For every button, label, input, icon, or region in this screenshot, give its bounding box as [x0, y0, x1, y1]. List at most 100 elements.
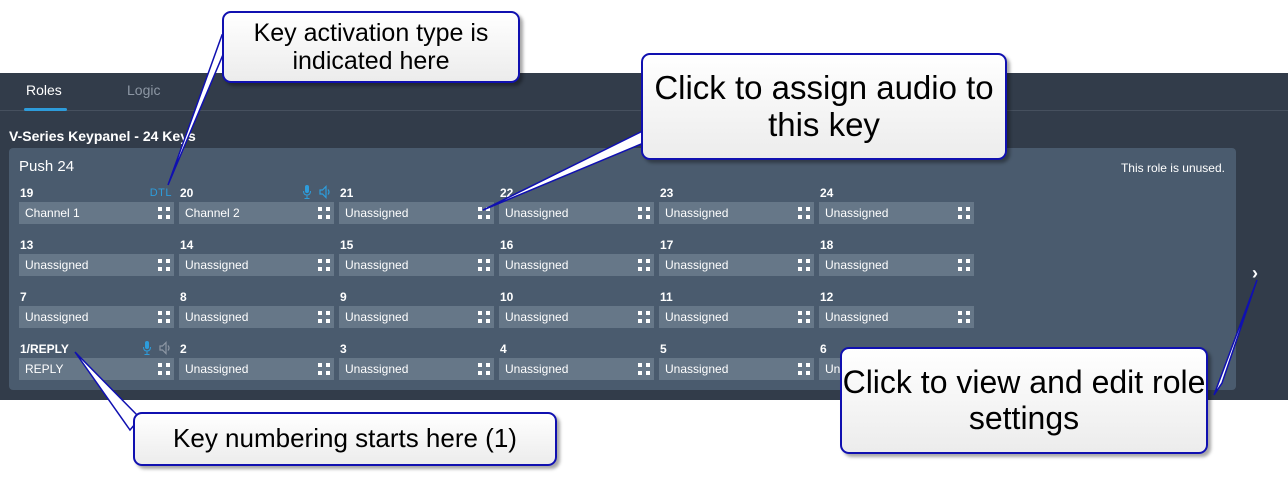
- key-2[interactable]: 2 Unassigned: [179, 340, 334, 380]
- key-3[interactable]: 3 Unassigned: [339, 340, 494, 380]
- key-label: REPLY: [25, 362, 64, 376]
- key-label: Unassigned: [185, 258, 249, 272]
- assign-audio-icon[interactable]: [158, 207, 170, 219]
- key-label: Unassigned: [345, 362, 409, 376]
- assign-audio-icon[interactable]: [478, 363, 490, 375]
- key-20[interactable]: 20 Channel 2: [179, 184, 334, 224]
- assign-audio-icon[interactable]: [318, 363, 330, 375]
- assign-audio-icon[interactable]: [638, 363, 650, 375]
- key-button[interactable]: Unassigned: [339, 358, 494, 380]
- assign-audio-icon[interactable]: [478, 259, 490, 271]
- assign-audio-icon[interactable]: [798, 363, 810, 375]
- key-number: 3: [340, 342, 347, 356]
- assign-audio-icon[interactable]: [798, 207, 810, 219]
- key-16[interactable]: 16 Unassigned: [499, 236, 654, 276]
- assign-audio-icon[interactable]: [638, 311, 650, 323]
- key-number: 24: [820, 186, 834, 200]
- assign-audio-icon[interactable]: [958, 207, 970, 219]
- activation-type-badge: DTL: [149, 187, 172, 199]
- tab-logic[interactable]: Logic: [127, 82, 161, 98]
- key-button[interactable]: Unassigned: [659, 202, 814, 224]
- key-button[interactable]: Unassigned: [339, 202, 494, 224]
- assign-audio-icon[interactable]: [478, 311, 490, 323]
- key-button[interactable]: Channel 2: [179, 202, 334, 224]
- key-button[interactable]: Unassigned: [819, 202, 974, 224]
- device-title: V-Series Keypanel - 24 Keys: [9, 128, 196, 144]
- key-5[interactable]: 5 Unassigned: [659, 340, 814, 380]
- assign-audio-icon[interactable]: [158, 311, 170, 323]
- key-14[interactable]: 14 Unassigned: [179, 236, 334, 276]
- key-button[interactable]: Unassigned: [659, 254, 814, 276]
- key-label: Unassigned: [505, 310, 569, 324]
- key-label: Unassigned: [665, 362, 729, 376]
- key-button[interactable]: Unassigned: [819, 306, 974, 328]
- key-button[interactable]: Unassigned: [339, 306, 494, 328]
- assign-audio-icon[interactable]: [318, 259, 330, 271]
- key-21[interactable]: 21 Unassigned: [339, 184, 494, 224]
- key-number: 17: [660, 238, 674, 252]
- key-1[interactable]: 1/REPLY REPLY: [19, 340, 174, 380]
- key-button[interactable]: Unassigned: [179, 306, 334, 328]
- key-7[interactable]: 7 Unassigned: [19, 288, 174, 328]
- speaker-icon: [159, 341, 170, 355]
- key-button[interactable]: Unassigned: [499, 202, 654, 224]
- key-button[interactable]: Unassigned: [659, 358, 814, 380]
- key-15[interactable]: 15 Unassigned: [339, 236, 494, 276]
- assign-audio-icon[interactable]: [798, 259, 810, 271]
- key-18[interactable]: 18 Unassigned: [819, 236, 974, 276]
- key-11[interactable]: 11 Unassigned: [659, 288, 814, 328]
- key-label: Unassigned: [25, 310, 89, 324]
- key-button[interactable]: Unassigned: [499, 306, 654, 328]
- key-audio-icons: [303, 184, 332, 200]
- key-button[interactable]: Unassigned: [179, 358, 334, 380]
- chevron-right-icon[interactable]: ›: [1252, 263, 1258, 283]
- assign-audio-icon[interactable]: [158, 259, 170, 271]
- key-button[interactable]: Unassigned: [19, 306, 174, 328]
- key-17[interactable]: 17 Unassigned: [659, 236, 814, 276]
- key-number: 16: [500, 238, 514, 252]
- assign-audio-icon[interactable]: [958, 311, 970, 323]
- key-label: Unassigned: [505, 206, 569, 220]
- assign-audio-icon[interactable]: [958, 259, 970, 271]
- key-number: 15: [340, 238, 354, 252]
- callout-assign-audio: Click to assign audio to this key: [641, 53, 1007, 160]
- callout-key-numbering: Key numbering starts here (1): [133, 412, 557, 466]
- key-number: 5: [660, 342, 667, 356]
- key-13[interactable]: 13 Unassigned: [19, 236, 174, 276]
- key-button[interactable]: Unassigned: [499, 358, 654, 380]
- key-label: Unassigned: [505, 362, 569, 376]
- key-label: Channel 2: [185, 206, 240, 220]
- key-12[interactable]: 12 Unassigned: [819, 288, 974, 328]
- key-number: 9: [340, 290, 347, 304]
- key-button[interactable]: Unassigned: [659, 306, 814, 328]
- key-button[interactable]: Unassigned: [819, 254, 974, 276]
- key-22[interactable]: 22 Unassigned: [499, 184, 654, 224]
- key-button[interactable]: Unassigned: [339, 254, 494, 276]
- key-19[interactable]: 19 DTL Channel 1: [19, 184, 174, 224]
- key-label: Unassigned: [185, 362, 249, 376]
- key-number: 4: [500, 342, 507, 356]
- key-8[interactable]: 8 Unassigned: [179, 288, 334, 328]
- callout-role-settings: Click to view and edit role settings: [840, 347, 1208, 454]
- assign-audio-icon[interactable]: [638, 259, 650, 271]
- key-10[interactable]: 10 Unassigned: [499, 288, 654, 328]
- key-button[interactable]: Unassigned: [19, 254, 174, 276]
- assign-audio-icon[interactable]: [318, 207, 330, 219]
- key-button[interactable]: Unassigned: [179, 254, 334, 276]
- assign-audio-icon[interactable]: [318, 311, 330, 323]
- key-24[interactable]: 24 Unassigned: [819, 184, 974, 224]
- assign-audio-icon[interactable]: [638, 207, 650, 219]
- assign-audio-icon[interactable]: [478, 207, 490, 219]
- key-label: Unassigned: [665, 310, 729, 324]
- key-4[interactable]: 4 Unassigned: [499, 340, 654, 380]
- key-number: 11: [660, 290, 673, 304]
- key-button[interactable]: Unassigned: [499, 254, 654, 276]
- key-9[interactable]: 9 Unassigned: [339, 288, 494, 328]
- key-button[interactable]: REPLY: [19, 358, 174, 380]
- assign-audio-icon[interactable]: [158, 363, 170, 375]
- tab-roles[interactable]: Roles: [26, 82, 62, 98]
- key-23[interactable]: 23 Unassigned: [659, 184, 814, 224]
- assign-audio-icon[interactable]: [798, 311, 810, 323]
- key-button[interactable]: Channel 1: [19, 202, 174, 224]
